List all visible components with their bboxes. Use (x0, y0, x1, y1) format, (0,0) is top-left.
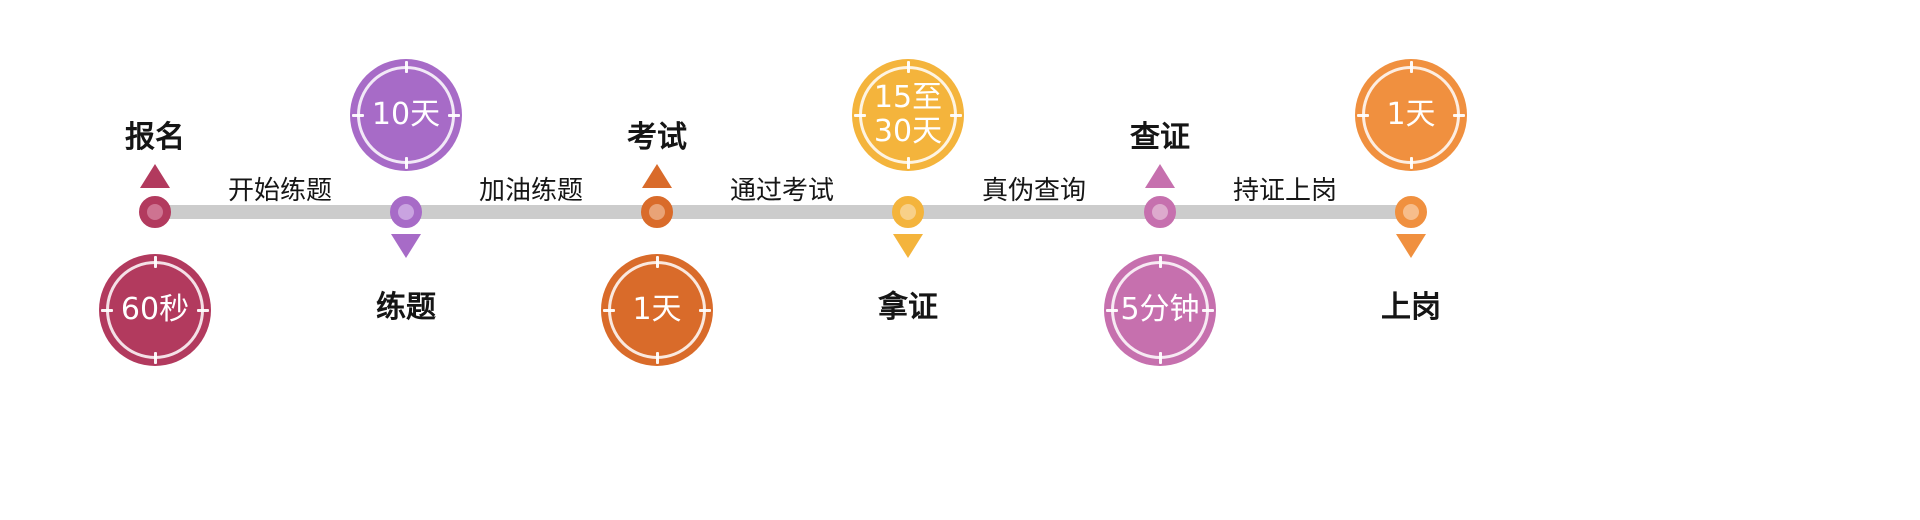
step-label: 查证 (1130, 120, 1190, 155)
clock-tick-icon (603, 308, 615, 312)
clock-tick-icon (1357, 113, 1369, 117)
timeline-node-icon (139, 196, 171, 228)
arrow-up-icon (140, 164, 170, 188)
clock-tick-icon (1158, 256, 1162, 268)
clock-tick-icon (854, 113, 866, 117)
connector-label: 加油练题 (478, 176, 584, 206)
timeline-node-icon (1395, 196, 1427, 228)
duration-clock-badge: 60秒 (99, 254, 211, 366)
clock-tick-icon (655, 352, 659, 364)
clock-tick-icon (1453, 113, 1465, 117)
clock-tick-icon (1409, 157, 1413, 169)
duration-clock-badge: 15至 30天 (852, 59, 964, 171)
step-label: 练题 (376, 290, 436, 325)
arrow-up-icon (1145, 164, 1175, 188)
connector-label: 真伪查询 (981, 176, 1087, 206)
clock-tick-icon (153, 352, 157, 364)
timeline-node-icon (390, 196, 422, 228)
clock-tick-icon (655, 256, 659, 268)
clock-tick-icon (950, 113, 962, 117)
arrow-down-icon (1396, 234, 1426, 258)
clock-tick-icon (1202, 308, 1214, 312)
duration-text: 1天 (632, 292, 682, 328)
duration-clock-badge: 1天 (601, 254, 713, 366)
timeline-node-icon (641, 196, 673, 228)
clock-tick-icon (906, 61, 910, 73)
arrow-down-icon (893, 234, 923, 258)
duration-text: 60秒 (120, 292, 190, 328)
clock-tick-icon (197, 308, 209, 312)
duration-clock-badge: 10天 (350, 59, 462, 171)
step-label: 考试 (627, 120, 687, 155)
clock-tick-icon (101, 308, 113, 312)
clock-tick-icon (699, 308, 711, 312)
duration-text: 5分钟 (1120, 292, 1200, 328)
step-label: 上岗 (1381, 290, 1441, 325)
clock-tick-icon (906, 157, 910, 169)
timeline-line (147, 205, 1420, 219)
connector-label: 持证上岗 (1232, 176, 1338, 206)
arrow-up-icon (642, 164, 672, 188)
connector-label: 开始练题 (227, 176, 333, 206)
clock-tick-icon (352, 113, 364, 117)
arrow-down-icon (391, 234, 421, 258)
timeline-node-icon (892, 196, 924, 228)
step-label: 拿证 (878, 290, 938, 325)
duration-clock-badge: 5分钟 (1104, 254, 1216, 366)
connector-label: 通过考试 (729, 176, 835, 206)
duration-text: 10天 (371, 97, 441, 133)
clock-tick-icon (1409, 61, 1413, 73)
clock-tick-icon (1158, 352, 1162, 364)
duration-clock-badge: 1天 (1355, 59, 1467, 171)
step-label: 报名 (125, 120, 185, 155)
clock-tick-icon (404, 61, 408, 73)
clock-tick-icon (448, 113, 460, 117)
timeline-node-icon (1144, 196, 1176, 228)
clock-tick-icon (153, 256, 157, 268)
duration-text: 1天 (1386, 97, 1436, 133)
duration-text: 15至 30天 (873, 80, 943, 149)
clock-tick-icon (1106, 308, 1118, 312)
clock-tick-icon (404, 157, 408, 169)
